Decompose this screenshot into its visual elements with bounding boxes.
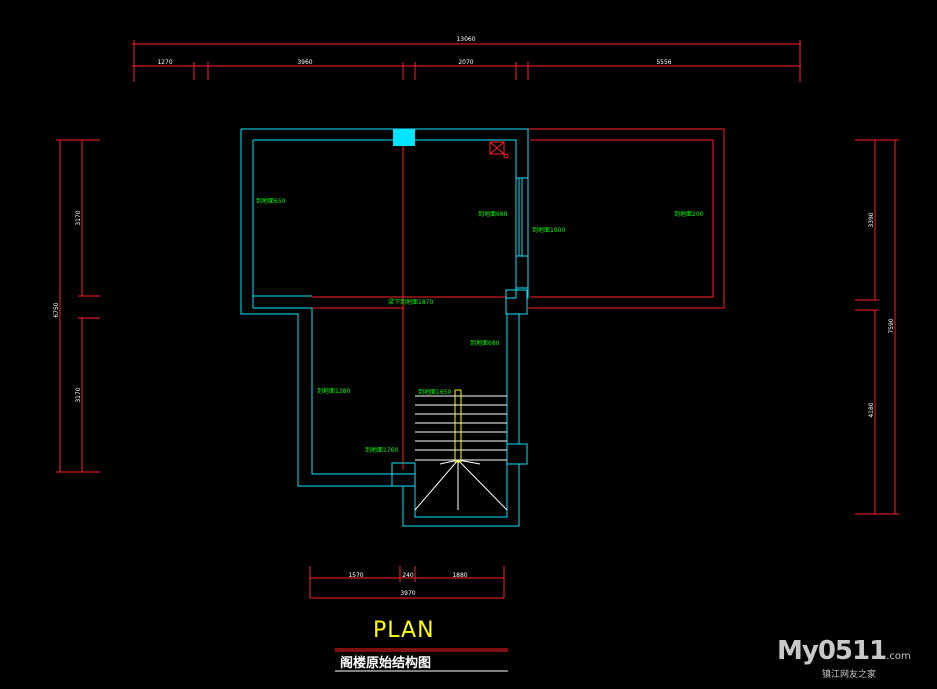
note-room-right: 到地面200 bbox=[674, 210, 704, 218]
top-dimensions bbox=[132, 40, 801, 82]
shaft-symbol bbox=[489, 141, 509, 159]
drawing-title: PLAN bbox=[373, 618, 435, 643]
watermark-domain: .com bbox=[886, 651, 911, 662]
bottom-dim-1: 1570 bbox=[348, 572, 363, 579]
left-overall-dim: 6750 bbox=[53, 302, 60, 317]
watermark-tagline: 镇江网友之家 bbox=[822, 670, 877, 680]
top-dim-4: 5556 bbox=[656, 59, 671, 66]
stair-handrail bbox=[454, 389, 462, 463]
right-upper-dim: 3390 bbox=[868, 212, 875, 227]
right-room-outline bbox=[528, 128, 725, 309]
note-room-lower-bottom: 到地面1760 bbox=[365, 446, 398, 454]
bottom-dimensions bbox=[309, 566, 505, 599]
beam-lines bbox=[312, 142, 506, 470]
walls bbox=[240, 128, 529, 527]
watermark-logo: My0511.com bbox=[777, 636, 911, 666]
column-block bbox=[393, 129, 415, 146]
watermark-brand: My0511 bbox=[777, 636, 887, 666]
right-overall-dim: 7590 bbox=[888, 318, 895, 333]
note-stair-top: 到地面680 bbox=[470, 339, 500, 347]
right-lower-dim: 4180 bbox=[868, 402, 875, 417]
note-room-lower-left: 到地面1280 bbox=[317, 387, 350, 395]
note-right-wall: 到地面1900 bbox=[532, 226, 565, 234]
left-upper-dim: 3170 bbox=[75, 210, 82, 225]
bottom-dim-3: 1880 bbox=[452, 572, 467, 579]
top-dim-3: 2070 bbox=[458, 59, 473, 66]
bottom-overall-dim: 3970 bbox=[400, 590, 415, 597]
bottom-dim-2: 240 bbox=[402, 572, 414, 579]
right-dimensions bbox=[855, 139, 899, 515]
top-overall-dim: 13060 bbox=[456, 36, 475, 43]
note-room-upper-mid: 到地面680 bbox=[478, 210, 508, 218]
top-dim-2: 3960 bbox=[297, 59, 312, 66]
drawing-subtitle: 阁楼原始结构图 bbox=[340, 656, 432, 671]
note-room-upper-left: 到地面650 bbox=[256, 197, 286, 205]
top-dim-1: 1270 bbox=[157, 59, 172, 66]
note-stair-mid: 到地面1650 bbox=[418, 388, 451, 396]
left-lower-dim: 3170 bbox=[75, 387, 82, 402]
left-dimensions bbox=[56, 139, 100, 473]
note-beam: 梁下到地面1870 bbox=[388, 298, 433, 306]
